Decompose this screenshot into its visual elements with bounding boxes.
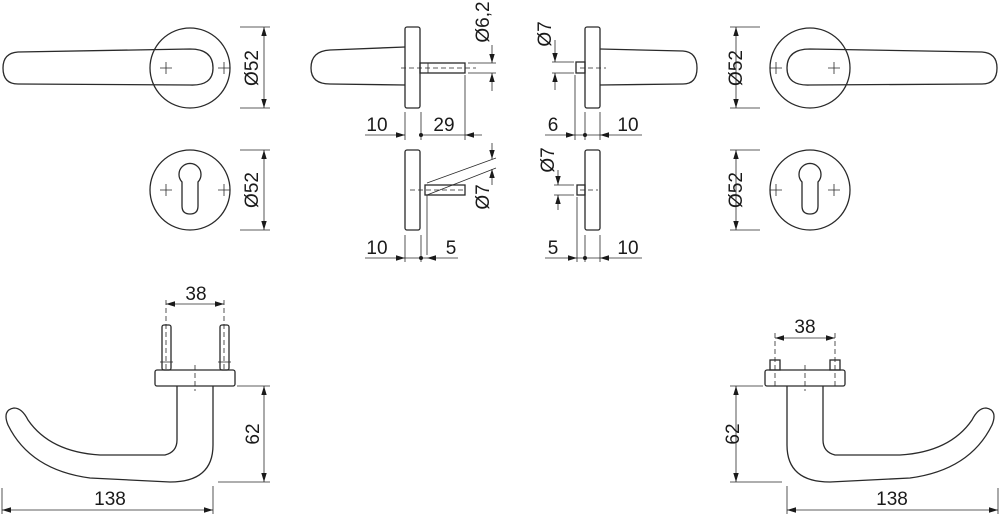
dim-label: Ø6,2 <box>473 1 494 42</box>
dim-label: 5 <box>446 238 457 259</box>
side-view-top-left <box>310 26 496 140</box>
handle-outline <box>2 48 214 86</box>
dim-label: 38 <box>794 317 815 338</box>
lever-left-pins <box>160 300 231 371</box>
escutcheon-front-view <box>149 149 270 231</box>
dim-label: 10 <box>617 238 638 259</box>
dim-label: 10 <box>366 115 387 136</box>
side-view-top-right <box>545 26 698 140</box>
dim-label: Ø52 <box>726 50 747 86</box>
dim-label: 62 <box>723 423 744 444</box>
dim-label: 138 <box>94 489 126 510</box>
screw-cross-icon <box>160 62 230 74</box>
left-handle-set <box>1 26 270 514</box>
dim-label: 38 <box>185 284 206 305</box>
dim-label: Ø7 <box>473 184 494 209</box>
side-view-bottom-left <box>365 143 497 262</box>
dim-label: Ø7 <box>535 21 556 46</box>
keyhole-outline <box>178 162 202 215</box>
dim-label: Ø52 <box>726 172 747 208</box>
dim-label: 10 <box>366 238 387 259</box>
dim-label: Ø52 <box>242 50 263 86</box>
dim-label: 5 <box>548 238 559 259</box>
right-handle-set <box>730 27 998 514</box>
dim-label: 10 <box>617 115 638 136</box>
dim-label: 29 <box>433 115 454 136</box>
side-view-bottom-right <box>545 149 642 262</box>
dim-label: Ø52 <box>242 172 263 208</box>
lever-side-view <box>1 365 270 514</box>
dim-label: 6 <box>548 115 559 136</box>
screw-cross-icon <box>160 184 230 196</box>
dim-label: Ø7 <box>538 147 559 172</box>
lever-right-pins <box>769 333 841 388</box>
dim-label: 62 <box>243 423 264 444</box>
rose-handle-front-view <box>2 26 270 109</box>
dim-label: 138 <box>876 489 908 510</box>
